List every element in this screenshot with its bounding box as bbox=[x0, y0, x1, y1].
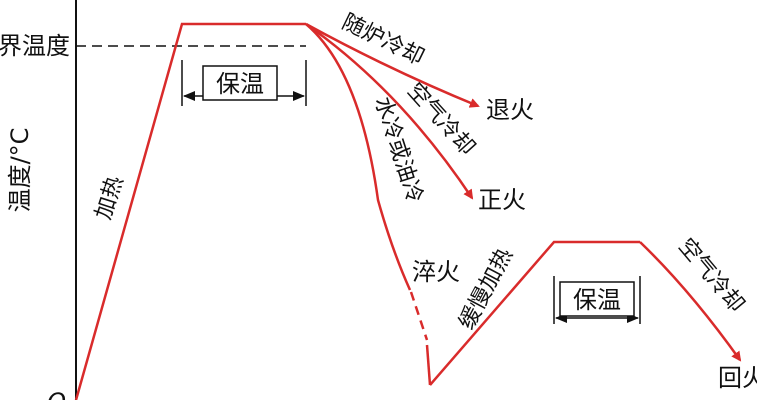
hold-1-label-box bbox=[202, 65, 278, 101]
hold-2-label-box bbox=[559, 281, 635, 317]
quench-end-segment bbox=[425, 344, 432, 386]
furnace-cool-curve bbox=[305, 22, 480, 108]
air-cool-curve bbox=[305, 22, 474, 200]
tempering-curve bbox=[429, 240, 640, 386]
critical-temp-label: 临界温度 bbox=[0, 32, 70, 60]
origin-label: O bbox=[47, 388, 66, 400]
normalizing-label: 正火 bbox=[478, 186, 526, 214]
hold-2-label: 保温 bbox=[573, 286, 621, 314]
heating-hold-curve bbox=[74, 22, 306, 401]
quench-dashed-segment bbox=[409, 291, 429, 341]
tempering-air-cool-curve bbox=[639, 241, 742, 362]
water-oil-cool-curve bbox=[305, 23, 412, 291]
furnace-cool-label: 随炉冷却 bbox=[338, 10, 428, 71]
annealing-label: 退火 bbox=[486, 96, 534, 124]
heating-label: 加热 bbox=[91, 173, 128, 223]
tempering-label: 回火 bbox=[718, 364, 757, 392]
hold-1-label: 保温 bbox=[216, 70, 264, 98]
y-axis-label: 温度/°C bbox=[6, 128, 34, 213]
quenching-label: 淬火 bbox=[412, 258, 460, 286]
tempering-air-cool-label: 空气冷却 bbox=[673, 234, 749, 317]
